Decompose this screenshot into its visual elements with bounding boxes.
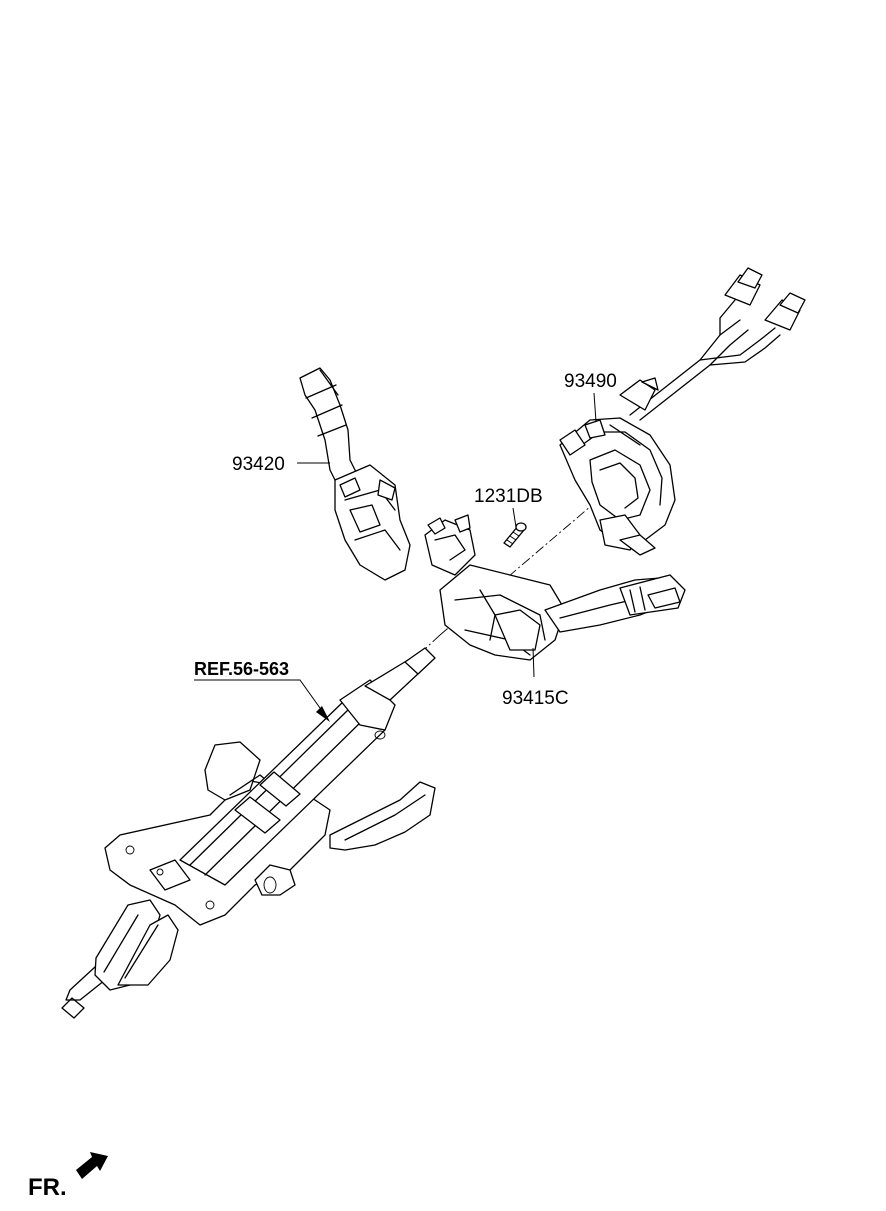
label-ref-56-563[interactable]: REF.56-563 — [194, 659, 289, 679]
clock-spring-drawing — [559, 267, 806, 556]
front-arrow-icon — [76, 1152, 108, 1179]
screw-drawing — [503, 522, 527, 548]
label-1231db[interactable]: 1231DB — [474, 486, 543, 507]
label-93490[interactable]: 93490 — [564, 371, 617, 392]
multifunction-switch-drawing — [424, 514, 686, 661]
front-direction-indicator: FR. — [28, 1152, 108, 1201]
fr-label: FR. — [28, 1174, 67, 1201]
label-93415c[interactable]: 93415C — [502, 688, 569, 709]
light-switch-drawing — [299, 367, 411, 581]
leader-lines — [194, 392, 597, 722]
label-93420[interactable]: 93420 — [232, 454, 285, 475]
steering-column-drawing — [61, 647, 436, 1019]
